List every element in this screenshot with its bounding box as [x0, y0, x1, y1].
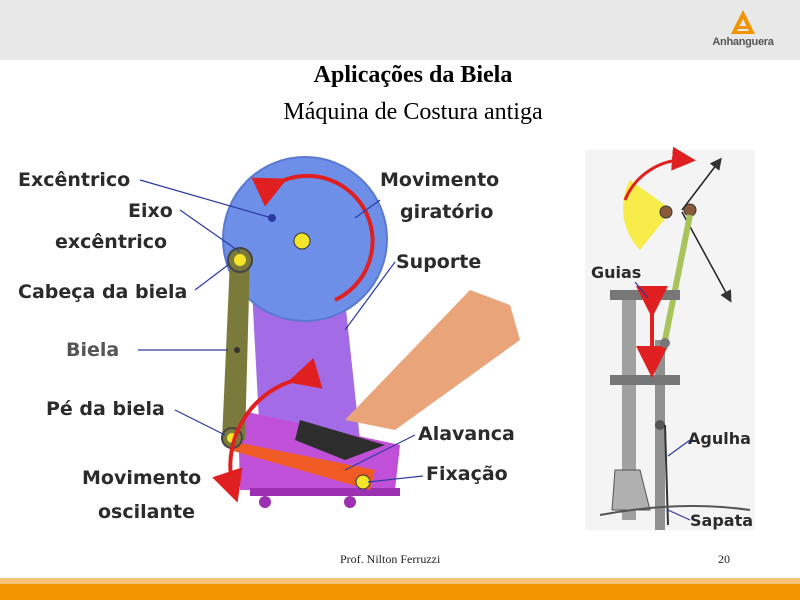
footer-stripe-light — [0, 578, 800, 584]
label-sapata: Sapata — [690, 511, 753, 530]
label-fixacao: Fixação — [426, 463, 508, 485]
brand-logo: Anhanguera — [708, 8, 778, 54]
label-guias: Guias — [591, 263, 641, 282]
page-number: 20 — [718, 552, 730, 566]
logo-text: Anhanguera — [712, 36, 774, 48]
left-mechanism — [212, 156, 520, 508]
label-movimento-oscilante-1: Movimento — [82, 467, 201, 489]
sewing-machine-illustration: Excêntrico Eixo excêntrico Cabeça da bie… — [18, 146, 755, 530]
label-agulha: Agulha — [688, 429, 751, 448]
leader-lines-right — [634, 281, 691, 521]
footer-stripe — [0, 584, 800, 600]
label-movimento-oscilante-2: oscilante — [98, 501, 195, 523]
label-eixo-excentrico: excêntrico — [55, 231, 167, 253]
label-alavanca: Alavanca — [418, 423, 515, 445]
label-eixo: Eixo — [128, 200, 173, 222]
label-excentrico: Excêntrico — [18, 169, 130, 191]
operator-leg — [345, 290, 520, 430]
footer-author: Prof. Nilton Ferruzzi — [340, 552, 441, 566]
label-movimento-giratorio-2: giratório — [400, 201, 493, 223]
label-movimento-giratorio-1: Movimento — [380, 169, 499, 191]
rotation-arrow — [251, 173, 375, 302]
guide-sector — [622, 180, 672, 250]
label-suporte: Suporte — [396, 251, 481, 273]
oscillating-arrow — [212, 357, 323, 503]
right-mechanism — [585, 146, 755, 530]
label-biela: Biela — [66, 339, 119, 361]
slide-subtitle: Máquina de Costura antiga — [283, 99, 543, 125]
label-pe-biela: Pé da biela — [46, 398, 165, 420]
triangle-a-logo-icon — [731, 10, 755, 34]
header-bar: Anhanguera — [0, 0, 800, 60]
slide-title: Aplicações da Biela — [313, 62, 513, 88]
wheel-axis — [293, 232, 311, 250]
leader-lines-left — [138, 179, 424, 483]
label-cabeca-biela: Cabeça da biela — [18, 281, 187, 303]
